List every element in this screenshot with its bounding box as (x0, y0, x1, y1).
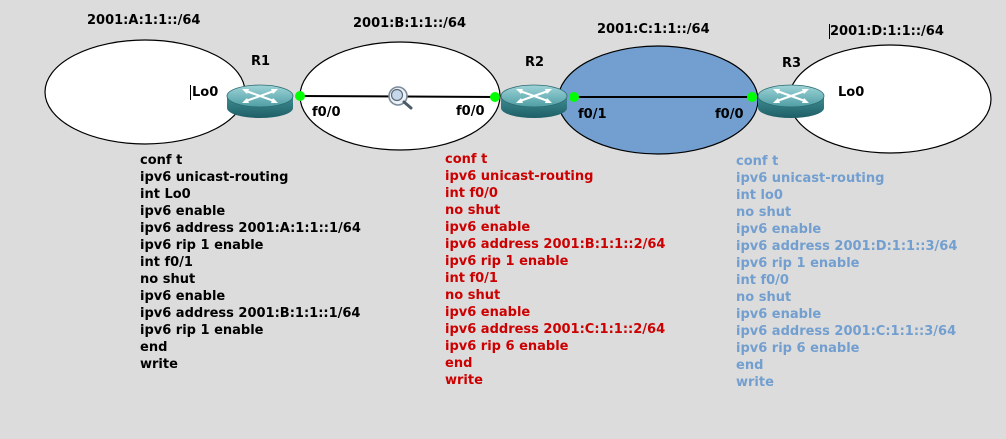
config-line: no shut (445, 203, 501, 218)
interface-label-r3-lo0: Lo0 (838, 85, 865, 100)
interface-label-r1-f0-0: f0/0 (312, 105, 341, 120)
config-line: end (140, 340, 168, 355)
config-line: no shut (736, 205, 792, 220)
config-note-r1: conf t ipv6 unicast-routing int Lo0 ipv6 en… (140, 152, 361, 373)
config-line: ipv6 rip 1 enable (140, 323, 264, 338)
network-label-c: 2001:C:1:1::/64 (597, 22, 710, 37)
config-line: int Lo0 (140, 187, 191, 202)
interface-label-r3-f0-0: f0/0 (715, 107, 744, 122)
router-icon-r2[interactable] (500, 84, 568, 118)
config-line: ipv6 address 2001:D:1:1::3/64 (736, 239, 958, 254)
network-label-d: 2001:D:1:1::/64 (830, 24, 944, 39)
router-name-r2: R2 (525, 55, 545, 70)
link-status-dot (490, 92, 500, 102)
config-line: end (445, 356, 473, 371)
config-line: int f0/0 (736, 273, 789, 288)
config-line: end (736, 358, 764, 373)
network-label-a: 2001:A:1:1::/64 (87, 13, 201, 28)
config-line: int f0/1 (140, 255, 193, 270)
config-note-r3: conf t ipv6 unicast-routing int lo0 no shut… (736, 153, 957, 391)
config-line: write (445, 373, 483, 388)
interface-label-r1-lo0: Lo0 (192, 85, 219, 100)
router-icon-r1[interactable] (226, 84, 294, 118)
config-line: ipv6 rip 1 enable (736, 256, 860, 271)
config-line: conf t (445, 152, 488, 167)
config-line: ipv6 address 2001:C:1:1::3/64 (736, 324, 957, 339)
config-line: ipv6 rip 1 enable (445, 254, 569, 269)
config-line: ipv6 address 2001:B:1:1::2/64 (445, 237, 666, 252)
config-line: write (140, 357, 178, 372)
router-name-r1: R1 (251, 54, 271, 69)
config-line: ipv6 rip 1 enable (140, 238, 264, 253)
link-status-dot (569, 92, 579, 102)
config-line: ipv6 enable (736, 222, 822, 237)
text-cursor (829, 24, 830, 39)
router-icon-r3[interactable] (757, 84, 825, 118)
config-line: conf t (140, 153, 183, 168)
config-line: ipv6 rip 6 enable (736, 341, 860, 356)
config-line: conf t (736, 154, 779, 169)
network-2001-c[interactable] (557, 45, 759, 155)
link-status-dot (747, 92, 757, 102)
config-line: ipv6 rip 6 enable (445, 339, 569, 354)
config-line: ipv6 address 2001:B:1:1::1/64 (140, 306, 361, 321)
config-note-r2: conf t ipv6 unicast-routing int f0/0 no shu… (445, 151, 665, 389)
link-status-dot (295, 91, 305, 101)
network-label-b: 2001:B:1:1::/64 (353, 16, 467, 31)
config-line: no shut (445, 288, 501, 303)
text-cursor (190, 85, 191, 100)
config-line: ipv6 address 2001:A:1:1::1/64 (140, 221, 361, 236)
config-line: ipv6 unicast-routing (140, 170, 289, 185)
magnifier-icon[interactable] (388, 86, 413, 110)
interface-label-r2-f0-1: f0/1 (578, 107, 607, 122)
config-line: no shut (140, 272, 196, 287)
config-line: ipv6 enable (445, 305, 531, 320)
config-line: ipv6 enable (140, 289, 226, 304)
config-line: ipv6 unicast-routing (736, 171, 885, 186)
config-line: int lo0 (736, 188, 783, 203)
interface-label-r2-f0-0: f0/0 (456, 104, 485, 119)
config-line: int f0/0 (445, 186, 498, 201)
config-line: no shut (736, 290, 792, 305)
config-line: ipv6 unicast-routing (445, 169, 594, 184)
config-line: write (736, 375, 774, 390)
config-line: ipv6 enable (445, 220, 531, 235)
config-line: ipv6 address 2001:C:1:1::2/64 (445, 322, 666, 337)
config-line: int f0/1 (445, 271, 498, 286)
config-line: ipv6 enable (736, 307, 822, 322)
router-name-r3: R3 (782, 56, 802, 71)
config-line: ipv6 enable (140, 204, 226, 219)
